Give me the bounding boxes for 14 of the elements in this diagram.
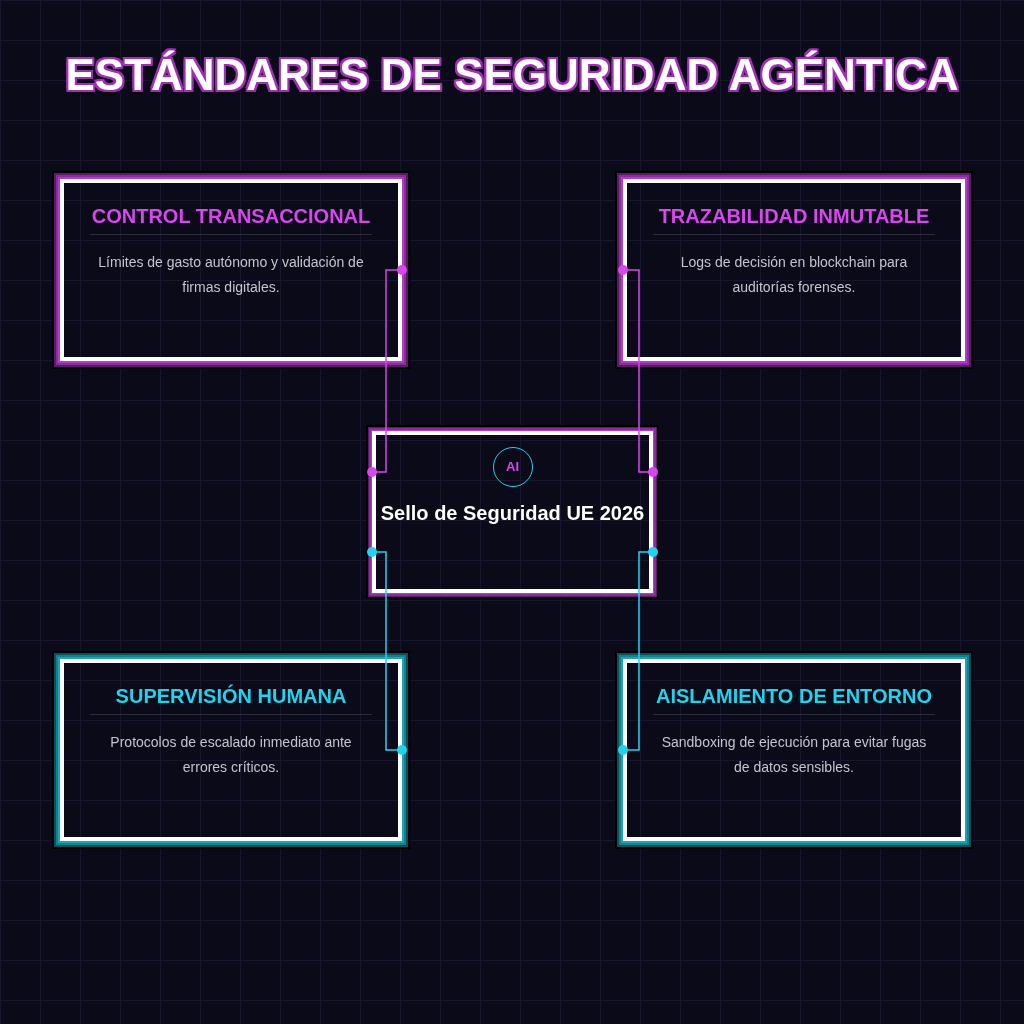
connector <box>367 547 407 755</box>
connector <box>618 547 658 755</box>
card-title: AISLAMIENTO DE ENTORNO <box>656 684 932 708</box>
card-description: Límites de gasto autónomo y validación de firmas digitales. <box>97 253 365 297</box>
card-description: Protocolos de escalado inmediato ante errores críticos. <box>109 733 353 777</box>
connector <box>618 265 658 477</box>
connector <box>367 265 407 477</box>
seal-title: Sello de Seguridad UE 2026 <box>380 501 645 525</box>
page-title: ESTÁNDARES DE SEGURIDAD AGÉNTICA <box>65 50 959 100</box>
card-title: SUPERVISIÓN HUMANA <box>115 684 347 708</box>
card-description: Sandboxing de ejecución para evitar fugas de datos sensibles. <box>660 733 928 777</box>
card-title: CONTROL TRANSACCIONAL <box>91 204 371 228</box>
card-description: Logs de decisión en blockchain para auditorías forenses. <box>679 253 909 297</box>
card-title: TRAZABILIDAD INMUTABLE <box>658 204 930 228</box>
